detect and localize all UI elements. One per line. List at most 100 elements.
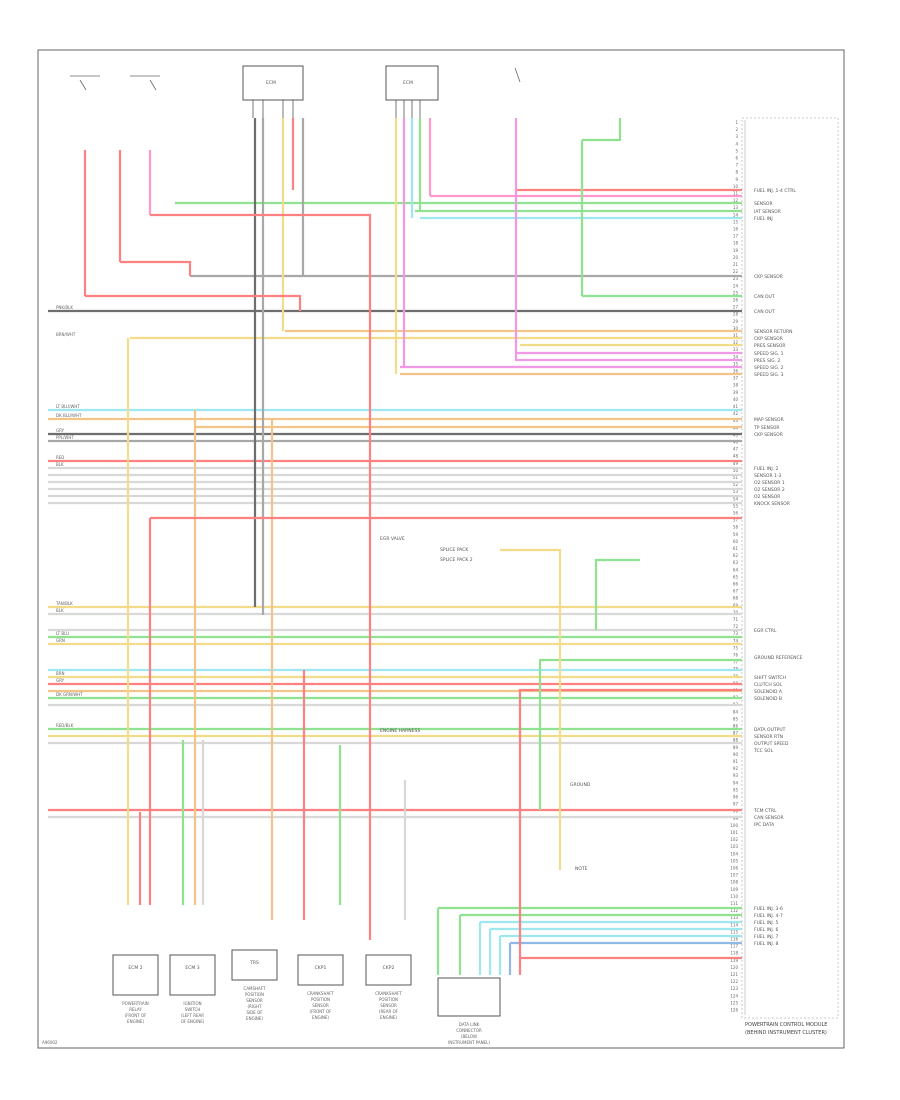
pcm-pin-number: 114 (730, 922, 738, 927)
component-label: ECM 2 (128, 965, 142, 971)
pcm-pin-number: 56 (733, 511, 739, 516)
pcm-pin-number: 76 (733, 653, 739, 658)
pcm-pin-label: SPEED SIG. 1 (754, 351, 784, 357)
wire-link-b (120, 260, 192, 276)
component-label: CKP1 (315, 965, 327, 971)
pcm-pin-label: FUEL INJ. 3-6 (754, 906, 783, 912)
component-caption: POSITION (379, 997, 398, 1002)
pcm-pin-number: 97 (733, 802, 739, 807)
pcm-pin-label: TCC SOL (753, 748, 774, 754)
ecm-b-label: ECM (403, 80, 413, 86)
pcm-pin-number: 24 (733, 283, 739, 288)
pcm-pin-label: OUTPUT SPEED (754, 741, 789, 747)
pcm-pin-number: 110 (730, 894, 738, 899)
diagram-frame (37, 49, 845, 1049)
pcm-pin-number: 35 (733, 361, 739, 366)
left-wire-label: BLK (56, 462, 64, 467)
pcm-pin-number: 55 (733, 503, 739, 508)
pcm-pin-number: 5 (735, 148, 738, 153)
pcm-pin-number: 33 (733, 347, 739, 352)
pcm-pin-label: IAT SENSOR (754, 209, 781, 215)
pcm-pin-number: 125 (730, 1000, 738, 1005)
pcm-pin-number: 102 (730, 837, 738, 842)
pcm-pin-number: 50 (733, 468, 739, 473)
pcm-pin-label: FUEL INJ (754, 216, 773, 222)
pcm-pin-label: KNOCK SENSOR (754, 501, 790, 507)
note-egr: EGR VALVE (380, 536, 405, 542)
pcm-pin-number: 93 (733, 773, 739, 778)
pcm-pin-number: 109 (730, 887, 738, 892)
pcm-pin-number: 118 (730, 951, 738, 956)
pcm-pin-number: 30 (733, 326, 739, 331)
pcm-pin-number: 85 (733, 716, 739, 721)
left-wire-label: GRY (56, 428, 65, 433)
component-caption: SENSOR (380, 1003, 397, 1008)
top-component-ecm-a: ECM (242, 65, 304, 118)
pcm-pin-number: 48 (733, 454, 739, 459)
pcm-pin-label: GROUND REFERENCE (754, 655, 803, 661)
pcm-pin-number: 67 (733, 589, 739, 594)
pcm-pin-label: CKP SENSOR (754, 274, 783, 280)
pcm-pin-number: 103 (730, 844, 738, 849)
note-small: NOTE (575, 866, 588, 872)
pcm-pin-number: 28 (733, 312, 739, 317)
component-caption: OF ENGINE) (181, 1019, 205, 1024)
pcm-pin-label: CKP SENSOR (754, 432, 783, 438)
component-caption: POWERTRAIN (122, 1001, 149, 1006)
left-wire-label: TAN/BLK (55, 601, 73, 606)
pcm-pin-number: 18 (733, 241, 739, 246)
ecm-a-label: ECM (266, 80, 276, 86)
pcm-pin-number: 71 (733, 617, 739, 622)
pcm-pin-number: 37 (733, 376, 739, 381)
component-caption: (FRONT OF (310, 1009, 333, 1014)
pcm-pin-number: 75 (733, 645, 739, 650)
left-wire-label: BLK (56, 608, 64, 613)
note-harness: ENGINE HARNESS (380, 728, 420, 734)
component-caption: INSTRUMENT PANEL) (448, 1040, 490, 1045)
pcm-pin-label: PRES SIG. 2 (754, 358, 781, 364)
pcm-pin-number: 32 (733, 340, 739, 345)
pcm-pin-label: FUEL INJ. 1-4 CTRL (754, 188, 796, 194)
pcm-pin-label: SENSOR (754, 201, 773, 207)
pcm-pin-number: 17 (733, 234, 739, 239)
pcm-pin-number: 90 (733, 752, 739, 757)
component-caption: SENSOR (312, 1003, 329, 1008)
pcm-pin-number: 65 (733, 574, 739, 579)
pcm-pin-label: CLUTCH SOL (754, 682, 783, 688)
note-splice: SPLICE PACK (440, 547, 469, 553)
component-caption: ENGINE) (380, 1015, 397, 1020)
pcm-pin-number: 26 (733, 298, 739, 303)
left-wire-label: GRY (56, 678, 65, 683)
pcm-pin-number: 1 (735, 120, 738, 125)
pcm-pin-number: 53 (733, 489, 739, 494)
pcm-pin-label: FUEL INJ. 2 (754, 466, 779, 472)
top-left-switches (70, 67, 521, 91)
pcm-pin-number: 39 (733, 390, 739, 395)
wire-splice (500, 548, 562, 870)
component-caption: POSITION (311, 997, 330, 1002)
component-caption: (FRONT OF (125, 1013, 148, 1018)
pcm-pin-label: FUEL INJ. 4-7 (754, 913, 783, 919)
pcm-pin-number: 43 (733, 418, 739, 423)
pcm-pin-number: 29 (733, 319, 739, 324)
component-caption: ENGINE) (127, 1019, 144, 1024)
pcm-pin-number: 108 (730, 880, 738, 885)
pcm-pin-number: 68 (733, 596, 739, 601)
pcm-pin-label: FUEL INJ. 8 (754, 941, 779, 947)
pcm-pin-number: 86 (733, 724, 739, 729)
pcm-pin-number: 113 (730, 915, 738, 920)
pcm-pin-number: 69 (733, 603, 739, 608)
left-wire-label: BRN (56, 671, 65, 676)
component-caption: POSITION (245, 992, 264, 997)
wire-link-c (150, 213, 372, 940)
pcm-pin-number: 11 (733, 191, 739, 196)
component-caption: (LEFT REAR (181, 1013, 204, 1018)
component-box (112, 954, 159, 996)
pcm-pin-number: 72 (733, 624, 739, 629)
